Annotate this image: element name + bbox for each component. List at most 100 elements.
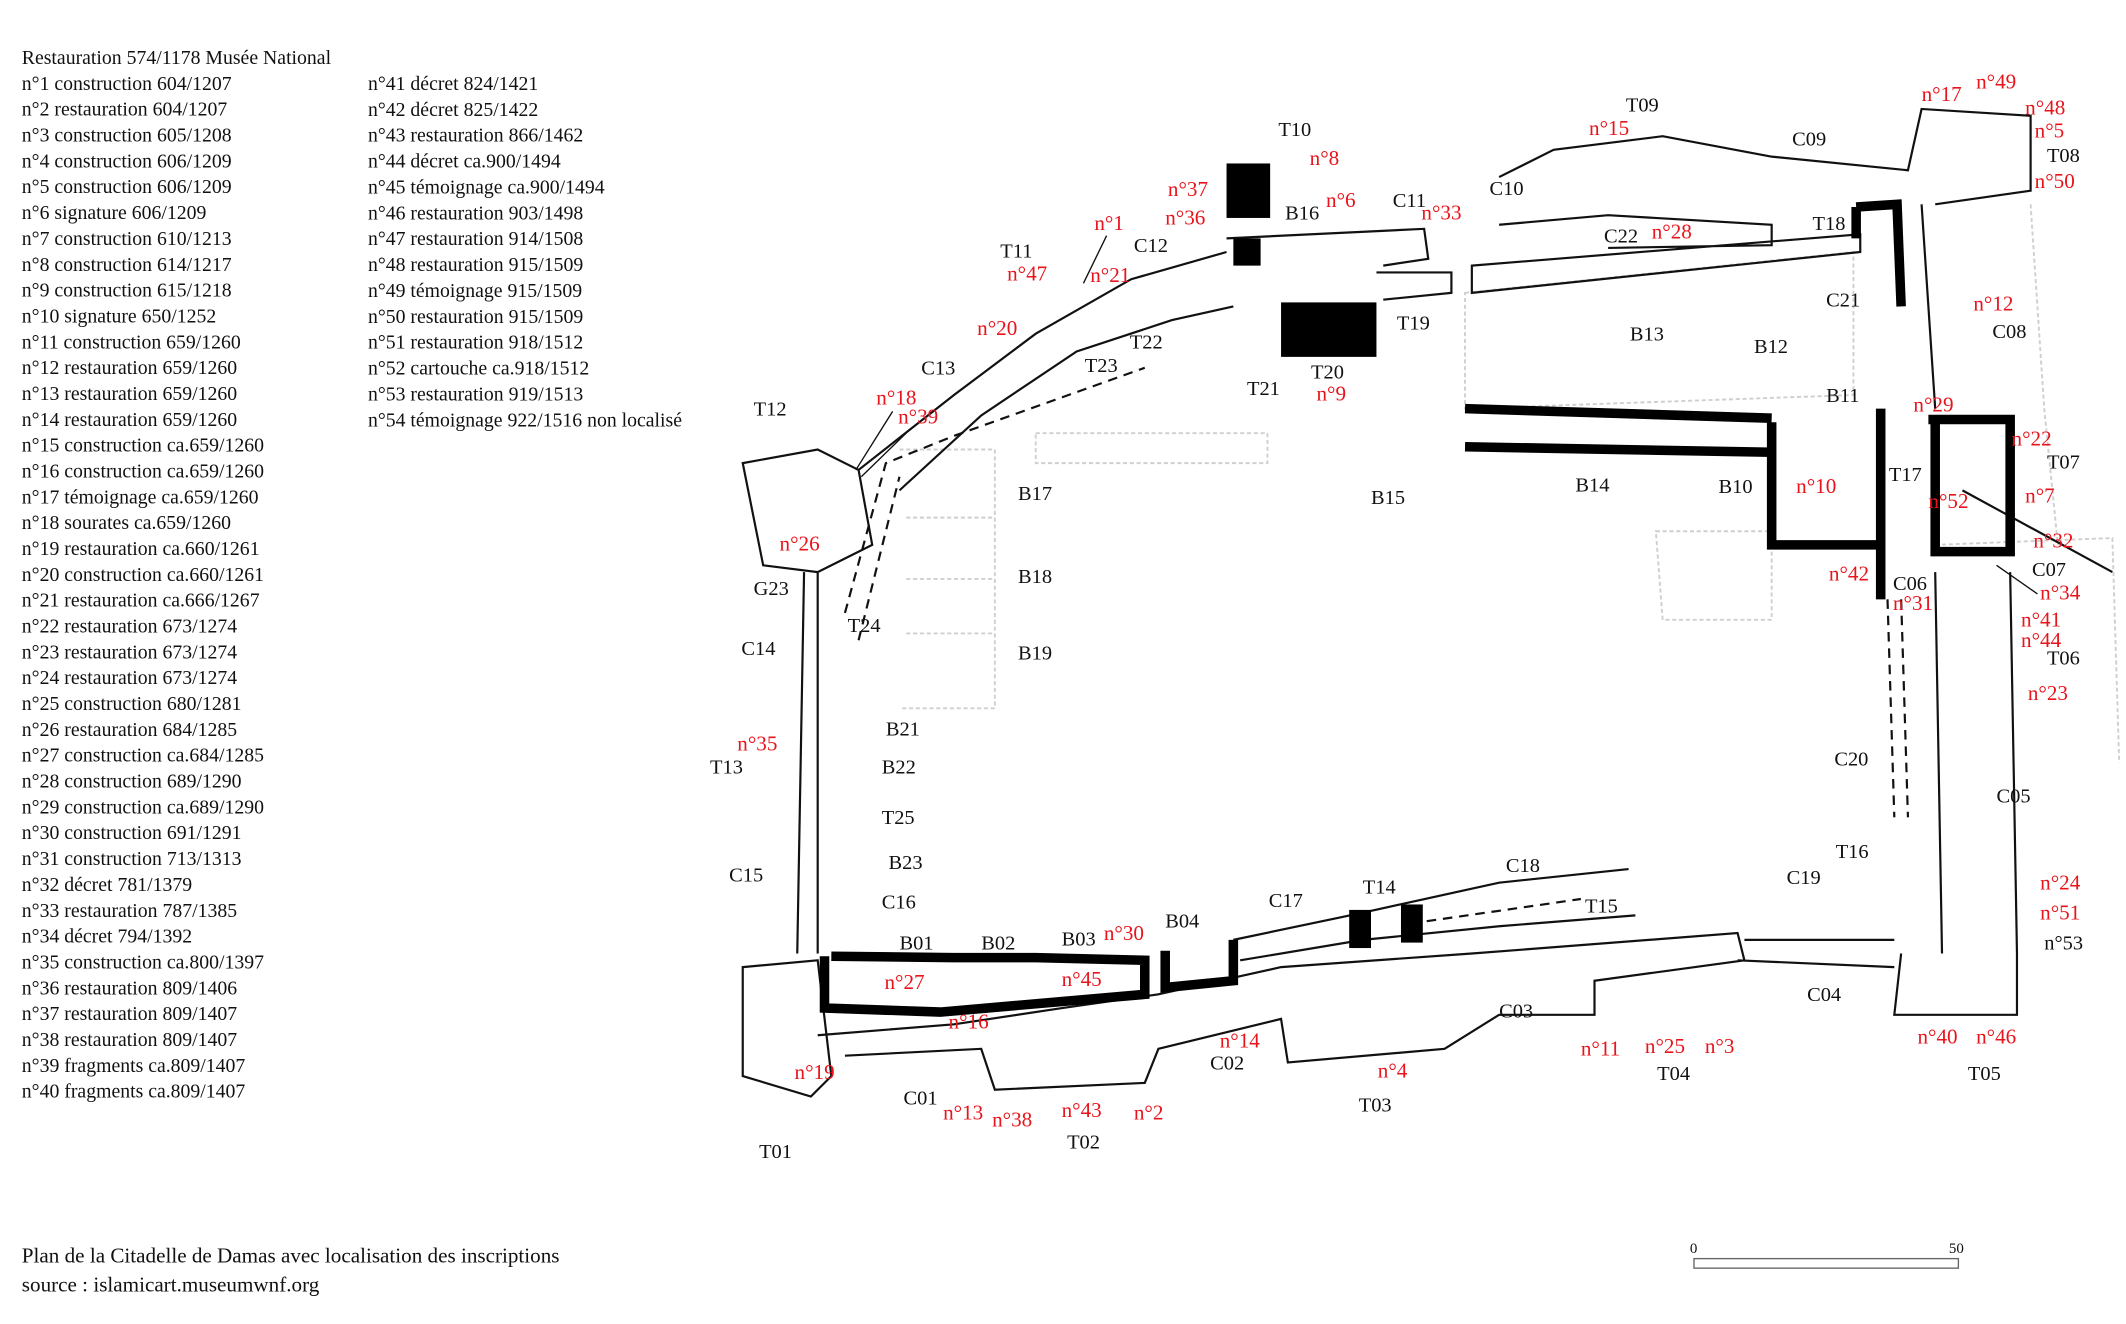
inscription-marker: n°7: [2025, 484, 2055, 508]
structure-label: B02: [981, 932, 1015, 954]
legend-entry: n°27 construction ca.684/1285: [22, 745, 264, 767]
citadel-floor-plan: [741, 107, 2121, 1098]
inscription-legend: Restauration 574/1178 Musée National n°1…: [22, 47, 682, 1103]
legend-entry: n°26 restauration 684/1285: [22, 719, 237, 741]
t10-solid: [1226, 163, 1271, 218]
structure-label: C22: [1604, 225, 1638, 247]
structure-label: B18: [1018, 566, 1052, 588]
inscription-marker: n°34: [2040, 580, 2081, 604]
legend-entry: n°32 décret 781/1379: [22, 874, 192, 896]
scale-start-label: 0: [1690, 1241, 1697, 1257]
structure-label: B04: [1165, 911, 1199, 933]
inscription-marker: n°41: [2021, 608, 2061, 632]
structure-label: T11: [1000, 240, 1032, 262]
legend-entry: n°11 construction 659/1260: [22, 331, 241, 353]
structure-label: C12: [1134, 235, 1168, 257]
inscription-marker: n°26: [780, 531, 820, 555]
inscription-marker: n°14: [1220, 1028, 1261, 1052]
inscription-marker: n°4: [1378, 1058, 1408, 1082]
inscription-marker: n°10: [1796, 474, 1836, 498]
legend-entry: n°3 construction 605/1208: [22, 125, 232, 147]
structure-label: C09: [1792, 129, 1826, 151]
legend-entry: n°28 construction 689/1290: [22, 771, 242, 793]
t18-walls: [1851, 199, 1906, 307]
t17-walls: [1928, 414, 2015, 557]
inscription-marker: n°27: [884, 970, 924, 994]
inscription-marker: n°32: [2033, 529, 2073, 553]
b14-walls: [1464, 403, 1772, 457]
structure-label: B03: [1062, 928, 1096, 950]
structure-label: T01: [759, 1141, 792, 1163]
inscription-marker: n°33: [1421, 200, 1461, 224]
south-wall: [817, 931, 1895, 1091]
legend-entry: n°16 construction ca.659/1260: [22, 461, 264, 483]
structure-label: T06: [2047, 648, 2080, 670]
structure-label: C16: [882, 892, 916, 914]
legend-entry: n°46 restauration 903/1498: [368, 202, 583, 224]
inscription-marker: n°8: [1310, 146, 1340, 170]
structure-label: C17: [1269, 890, 1303, 912]
structure-label: C04: [1807, 984, 1841, 1006]
inscription-marker: n°6: [1326, 188, 1356, 212]
inscription-marker: n°49: [1976, 70, 2016, 94]
structure-label: T19: [1397, 313, 1430, 335]
inscription-marker: n°11: [1581, 1037, 1620, 1061]
structure-label: B21: [886, 719, 920, 741]
legend-entry: n°29 construction ca.689/1290: [22, 796, 264, 818]
legend-entry: n°36 restauration 809/1406: [22, 977, 237, 999]
inscription-marker: n°22: [2012, 426, 2052, 450]
legend-entry: n°38 restauration 809/1407: [22, 1029, 237, 1051]
structure-label: T04: [1657, 1063, 1690, 1085]
inscription-marker: n°38: [992, 1107, 1032, 1131]
structure-label: C21: [1826, 289, 1860, 311]
legend-entry: n°25 construction 680/1281: [22, 693, 242, 715]
inscription-marker: n°9: [1316, 381, 1346, 405]
legend-entry: n°35 construction ca.800/1397: [22, 951, 264, 973]
legend-entry: n°23 restauration 673/1274: [22, 641, 237, 663]
map-labels: T10B16C11C12T11T22T23C13T12T21T20T19B15B…: [710, 70, 2083, 1163]
legend-entry: n°44 décret ca.900/1494: [368, 151, 561, 173]
legend-entry: n°50 restauration 915/1509: [368, 306, 583, 328]
inscription-marker: n°28: [1652, 219, 1692, 243]
legend-entry: n°6 signature 606/1209: [22, 202, 207, 224]
structure-label: T07: [2047, 452, 2080, 474]
structure-label: B15: [1371, 487, 1405, 509]
legend-entry: n°2 restauration 604/1207: [22, 99, 228, 121]
inscription-marker: n°40: [1917, 1024, 1957, 1048]
legend-entry: n°39 fragments ca.809/1407: [22, 1055, 246, 1077]
inscription-marker: n°37: [1168, 177, 1208, 201]
inscription-marker: n°15: [1589, 116, 1629, 140]
b10-walls: [1766, 408, 1886, 600]
structure-label: T17: [1889, 464, 1922, 486]
legend-entry: n°37 restauration 809/1407: [22, 1003, 237, 1025]
inscription-marker: n°50: [2035, 169, 2075, 193]
interior-ghost-structures: [899, 204, 2121, 763]
structure-label: B01: [899, 932, 933, 954]
b16-solid: [1233, 238, 1261, 266]
t20-solid: [1281, 302, 1377, 357]
structure-label: T09: [1626, 95, 1659, 117]
structure-label: T23: [1085, 355, 1118, 377]
inscription-marker: n°12: [1973, 292, 2013, 316]
legend-entry: n°19 restauration ca.660/1261: [22, 538, 260, 560]
legend-entry: n°21 restauration ca.666/1267: [22, 590, 260, 612]
structure-label: G23: [754, 578, 789, 600]
structure-label: B22: [882, 757, 916, 779]
structure-label: C19: [1787, 867, 1821, 889]
legend-entry: n°31 construction 713/1313: [22, 848, 242, 870]
b04-walls: [1160, 939, 1239, 993]
structure-label: T18: [1813, 213, 1846, 235]
structure-label: C15: [729, 864, 763, 886]
structure-label: C01: [904, 1088, 938, 1110]
legend-entry: n°47 restauration 914/1508: [368, 228, 583, 250]
structure-label: T25: [882, 807, 915, 829]
inscription-marker: n°25: [1645, 1034, 1685, 1058]
structure-label: C14: [741, 638, 775, 660]
structure-label: C07: [2032, 559, 2066, 581]
leader-line-n34: [1996, 564, 2038, 595]
leader-line-n18: [855, 411, 894, 471]
legend-entry: n°14 restauration 659/1260: [22, 409, 237, 431]
inscription-marker: n°30: [1104, 921, 1144, 945]
legend-entry: n°8 construction 614/1217: [22, 254, 232, 276]
